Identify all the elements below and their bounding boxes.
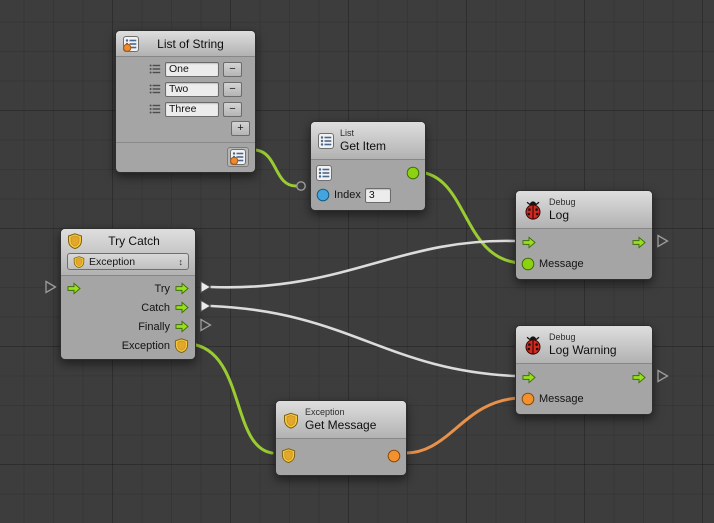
exit-output-port[interactable] (631, 236, 647, 249)
log-exit-marker[interactable] (656, 234, 669, 248)
bug-icon (523, 335, 543, 355)
list-item-input[interactable] (165, 81, 219, 97)
node-category: Exception (305, 406, 345, 417)
node-title: Get Message (305, 417, 377, 432)
list-item-icon (149, 103, 161, 115)
finally-port-label: Finally (138, 320, 170, 333)
exit-output-port[interactable] (631, 371, 647, 384)
exception-input-port[interactable] (281, 448, 297, 464)
list-output-port[interactable] (227, 147, 249, 167)
item-output-port[interactable] (406, 166, 420, 180)
enter-input-port[interactable] (521, 236, 537, 249)
shield-icon (283, 412, 299, 428)
log-warning-exit-marker[interactable] (656, 369, 669, 383)
list-item-row: − (116, 79, 255, 99)
wire-try-to-log[interactable] (209, 239, 517, 289)
wire-get-message-to-warning-message[interactable] (399, 396, 522, 455)
node-exception-get-message[interactable]: Exception Get Message (275, 400, 407, 476)
list-icon (318, 133, 334, 149)
remove-item-button[interactable]: − (223, 81, 242, 97)
list-item-icon (149, 83, 161, 95)
try-output-port[interactable] (174, 282, 190, 295)
catch-port-label: Catch (141, 301, 170, 314)
node-title: List of String (157, 36, 224, 51)
remove-item-button[interactable]: − (223, 61, 242, 77)
node-category: List (340, 127, 355, 138)
node-debug-log-header[interactable]: Debug Log (516, 191, 652, 229)
list-item-input[interactable] (165, 61, 219, 77)
index-label: Index (334, 189, 361, 201)
bug-icon (523, 200, 543, 220)
list-input-port[interactable] (316, 165, 332, 181)
wire-get-item-to-log-message[interactable] (417, 170, 522, 265)
node-debug-log-warning-header[interactable]: Debug Log Warning (516, 326, 652, 364)
list-item-icon (149, 63, 161, 75)
node-title: Try Catch (108, 234, 160, 248)
message-label: Message (539, 393, 584, 405)
node-list-of-string-header[interactable]: List of String (116, 31, 255, 57)
get-item-list-port-marker[interactable] (295, 180, 307, 192)
message-label: Message (539, 258, 584, 270)
node-get-item-header[interactable]: List Get Item (311, 122, 425, 160)
list-item-row: − (116, 59, 255, 79)
node-get-item[interactable]: List Get Item Index (310, 121, 426, 211)
shield-icon (67, 233, 83, 249)
node-title: Log Warning (549, 342, 617, 357)
list-icon (123, 36, 139, 52)
enter-input-port[interactable] (521, 371, 537, 384)
index-value-input[interactable] (364, 187, 391, 203)
message-input-port[interactable] (521, 392, 535, 406)
node-list-of-string[interactable]: List of String − − − + (115, 30, 256, 173)
wire-catch-to-log-warning[interactable] (209, 304, 517, 378)
node-try-catch[interactable]: Try Catch Exception ↕ Try Catch Finally (60, 228, 196, 360)
node-title: Get Item (340, 138, 387, 153)
wire-list-to-get-item[interactable] (254, 148, 298, 188)
add-item-button[interactable]: + (231, 120, 250, 136)
node-category: Debug (549, 196, 576, 207)
try-catch-enter-marker[interactable] (44, 280, 57, 294)
finally-exit-marker[interactable] (199, 318, 212, 332)
catch-connection-marker[interactable] (199, 299, 212, 313)
message-input-port[interactable] (521, 257, 535, 271)
try-connection-marker[interactable] (199, 280, 212, 294)
enter-input-port[interactable] (66, 282, 82, 295)
index-input-port[interactable] (316, 188, 330, 202)
node-debug-log-warning[interactable]: Debug Log Warning Message (515, 325, 653, 415)
node-exception-get-message-header[interactable]: Exception Get Message (276, 401, 406, 439)
exception-port-label: Exception (121, 339, 170, 352)
list-item-row: − (116, 99, 255, 119)
wire-exception-to-get-message[interactable] (189, 342, 274, 455)
node-title: Log (549, 207, 570, 222)
list-item-input[interactable] (165, 101, 219, 117)
dropdown-arrows-icon: ↕ (178, 256, 184, 267)
node-category: Debug (549, 331, 576, 342)
finally-output-port[interactable] (174, 320, 190, 333)
message-output-port[interactable] (387, 449, 401, 463)
exception-output-port[interactable] (174, 338, 190, 354)
exception-type-dropdown[interactable]: Exception ↕ (67, 253, 189, 270)
catch-output-port[interactable] (174, 301, 190, 314)
node-port-footer (116, 142, 255, 168)
shield-icon (73, 256, 85, 268)
try-port-label: Try (154, 282, 170, 295)
dropdown-value: Exception (89, 255, 136, 268)
node-debug-log[interactable]: Debug Log Message (515, 190, 653, 280)
node-try-catch-header[interactable]: Try Catch Exception ↕ (61, 229, 195, 276)
remove-item-button[interactable]: − (223, 101, 242, 117)
